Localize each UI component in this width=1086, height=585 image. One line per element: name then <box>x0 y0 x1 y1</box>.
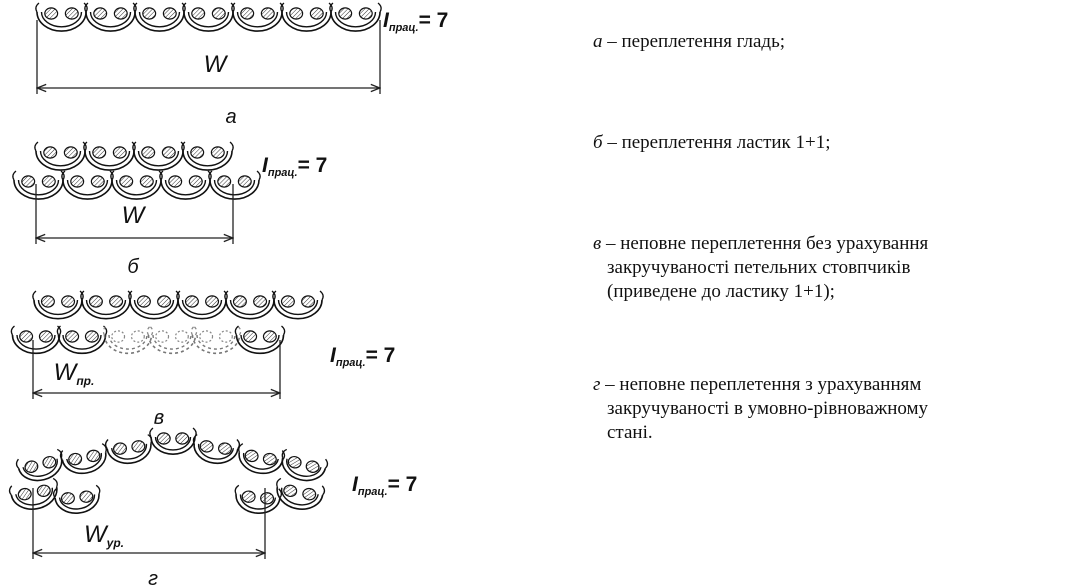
loop-face <box>132 141 185 171</box>
loop-face <box>281 448 329 482</box>
loop-face <box>80 290 132 320</box>
working-needles-subscript: прац. <box>358 486 388 498</box>
loop-back-missing <box>190 325 242 355</box>
loop-back <box>56 325 108 355</box>
working-needles-value: = 7 <box>298 154 328 177</box>
loop-back-missing <box>102 325 154 355</box>
legend-text: переплетення ластик 1+1; <box>621 132 831 153</box>
legend-key: г <box>593 374 601 395</box>
loop <box>133 2 186 32</box>
loop-face <box>34 141 87 171</box>
width-label-subscript: ур. <box>106 536 124 550</box>
loop-face <box>238 443 286 475</box>
loop-back <box>234 484 283 514</box>
loop-face <box>272 290 324 320</box>
legend-text: переплетення гладь; <box>621 31 786 52</box>
loop-face <box>224 290 276 320</box>
legend-text-line: (приведене до ластику 1+1); <box>607 281 835 302</box>
loop-face <box>59 443 107 475</box>
loop-face <box>32 290 84 320</box>
legend-text-line: закручуваності петельних стовпчиків <box>607 257 911 278</box>
loop-back <box>10 325 62 355</box>
width-label: Wпр. <box>54 359 95 388</box>
working-needles-symbol: I <box>262 154 269 177</box>
working-needles-symbol: I <box>352 473 359 496</box>
loop <box>231 2 284 32</box>
figure-letter: в <box>154 407 164 429</box>
loop-back <box>276 477 326 510</box>
working-needles-label: Iпрац.= 7 <box>262 154 327 179</box>
loop-face <box>15 448 63 482</box>
working-needles-value: = 7 <box>366 344 396 367</box>
loop-face <box>83 141 136 171</box>
loop <box>84 2 137 32</box>
loop-back <box>208 170 261 200</box>
legend-dash: – <box>601 233 621 254</box>
legend-key: в <box>593 233 602 254</box>
legend-text-line: закручуваності в умовно-рівноважному <box>607 398 929 419</box>
loop-back <box>159 170 212 200</box>
loop-back <box>61 170 114 200</box>
legend-dash: – <box>600 374 620 395</box>
loop-back <box>110 170 163 200</box>
width-dimension <box>37 20 380 94</box>
legend-text: неповне переплетення без урахування <box>620 233 929 254</box>
width-label: Wур. <box>84 521 124 550</box>
loop <box>280 2 333 32</box>
loop-back <box>12 170 65 200</box>
legend-text-line: стані. <box>607 422 653 443</box>
width-dimension <box>36 184 233 244</box>
figure-letter: а <box>225 106 236 128</box>
working-needles-symbol: I <box>330 344 337 367</box>
working-needles-symbol: I <box>383 9 390 32</box>
legend-dash: – <box>602 31 622 52</box>
width-dimensions <box>33 20 380 559</box>
legend-key: б <box>593 132 603 153</box>
loop-face <box>192 434 241 465</box>
loop-back <box>52 484 101 514</box>
working-needles-label: Iпрац.= 7 <box>352 473 417 498</box>
loop-back <box>8 477 58 510</box>
loop <box>182 2 235 32</box>
loop-face <box>104 434 153 465</box>
loop-face <box>176 290 228 320</box>
working-needles-label: Iпрац.= 7 <box>383 9 448 34</box>
working-needles-subscript: прац. <box>268 167 298 179</box>
legend-text: неповне переплетення з урахуванням <box>619 374 922 395</box>
working-needles-subscript: прац. <box>389 22 419 34</box>
working-needles-value: = 7 <box>419 9 449 32</box>
legend-key: а <box>593 31 603 52</box>
figure-letter: г <box>148 568 158 585</box>
width-dimension <box>33 488 265 559</box>
width-label: W <box>204 51 229 78</box>
loop-face <box>149 427 197 455</box>
width-label: W <box>122 202 147 229</box>
legend-item-v: в – неповне переплетення без урахування … <box>593 232 928 304</box>
legend-item-a: а – переплетення гладь; <box>593 30 785 54</box>
loop <box>35 2 88 32</box>
legend-item-g: г – неповне переплетення з урахуванням з… <box>593 373 928 445</box>
width-dimension <box>33 340 280 399</box>
working-needles-subscript: прац. <box>336 357 366 369</box>
figure-letter: б <box>127 256 139 278</box>
loop-face <box>128 290 180 320</box>
legend-dash: – <box>602 132 622 153</box>
loop <box>329 2 382 32</box>
loop-back-missing <box>146 325 198 355</box>
working-needles-value: = 7 <box>388 473 418 496</box>
working-needles-label: Iпрац.= 7 <box>330 344 395 369</box>
loop-face <box>181 141 234 171</box>
loop-back <box>234 325 286 355</box>
loop-drawings <box>8 2 382 514</box>
legend-item-b: б – переплетення ластик 1+1; <box>593 131 831 155</box>
width-label-subscript: пр. <box>76 374 94 388</box>
